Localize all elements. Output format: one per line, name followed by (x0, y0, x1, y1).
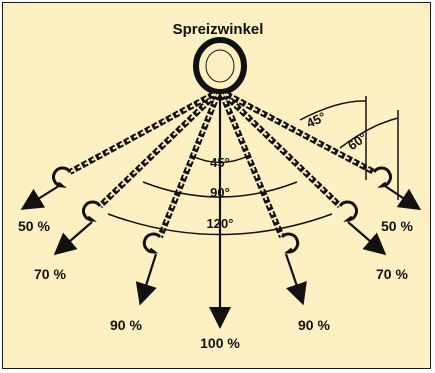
hook-icon (372, 166, 392, 188)
load-label-center-100: 100 % (200, 335, 240, 351)
load-label-left-90: 90 % (110, 317, 142, 333)
load-arrow-right-45 (284, 253, 307, 306)
angle-arcs (107, 154, 333, 236)
load-arrows (20, 96, 422, 329)
angle-label-45: 45° (210, 155, 230, 170)
arc-right-60 (339, 117, 399, 149)
angle-label-90: 90° (210, 185, 230, 200)
load-label-left-70: 70 % (34, 266, 66, 282)
arc-120 (107, 213, 333, 236)
hook-icon (52, 166, 72, 188)
load-arrow-left-120 (20, 183, 63, 210)
load-label-right-90: 90 % (298, 317, 330, 333)
load-arrow-left-90 (53, 221, 93, 256)
load-arrow-left-45 (135, 253, 158, 306)
load-arrow-right-120 (381, 183, 422, 211)
hook-icon (338, 200, 358, 222)
master-link-icon (193, 37, 247, 95)
load-label-left-50: 50 % (18, 218, 50, 234)
load-arrow-right-90 (347, 221, 387, 256)
right-angle-dimensions (299, 96, 399, 200)
diagram-title: Spreizwinkel (173, 21, 264, 38)
hook-icon (82, 200, 102, 222)
arc-90 (142, 181, 298, 198)
load-label-right-70: 70 % (376, 266, 408, 282)
arc-45 (189, 154, 251, 164)
hook-icon (142, 232, 162, 254)
chain-leg-right-120 (224, 91, 376, 175)
arc-right-45 (299, 100, 367, 121)
hook-icon (280, 232, 300, 254)
angle-label-120: 120° (207, 216, 234, 231)
load-label-right-50: 50 % (381, 218, 413, 234)
angle-label-right-45: 45° (304, 109, 328, 131)
